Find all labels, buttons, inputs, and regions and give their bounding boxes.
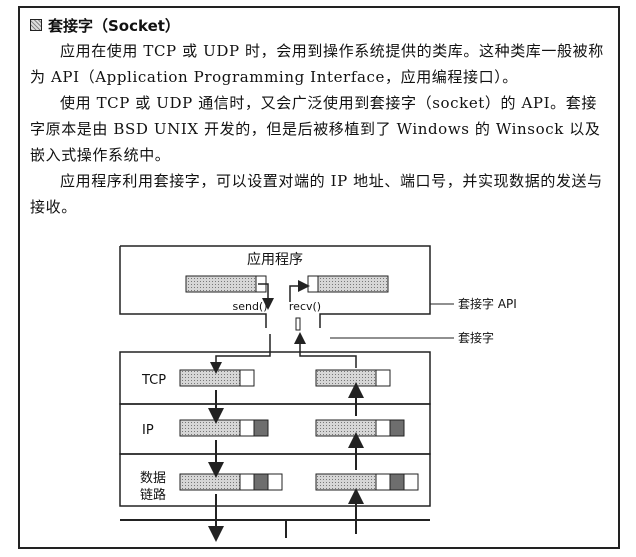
recv-socket-marker [295, 317, 301, 331]
application-box [120, 245, 431, 328]
section-title: 套接字（Socket） [48, 16, 180, 35]
dl-send-ip-header [253, 473, 269, 491]
section-title-row: 套接字（Socket） [30, 14, 180, 36]
dl-recv-tcp-header [375, 473, 391, 491]
application-label: 应用程序 [247, 251, 303, 268]
send-buffer [185, 275, 257, 293]
send-call-label: send() [232, 300, 267, 313]
dl-send-data [179, 473, 241, 491]
dl-send-frame-header [267, 473, 283, 491]
tcp-recv-header [375, 369, 391, 387]
recv-call-label: recv() [289, 300, 321, 313]
ip-send-tcp-header [239, 419, 255, 437]
layer-tcp-label: TCP [141, 373, 166, 388]
socket-api-label: 套接字 API [458, 296, 517, 311]
paragraph-api: 应用在使用 TCP 或 UDP 时，会用到操作系统提供的类库。这种类库一般被称为… [30, 42, 604, 86]
tcp-send-header [239, 369, 255, 387]
tcp-send-data [179, 369, 241, 387]
ip-recv-ip-header [389, 419, 405, 437]
datalink-layer [119, 453, 431, 507]
section-frame: 套接字（Socket） 应用在使用 TCP 或 UDP 时，会用到操作系统提供的… [18, 6, 620, 549]
ip-send-ip-header [253, 419, 269, 437]
send-arrow-socket [210, 334, 271, 374]
dl-recv-ip-header [389, 473, 405, 491]
paragraph-socket: 使用 TCP 或 UDP 通信时，又会广泛使用到套接字（socket）的 API… [30, 94, 601, 164]
dl-send-tcp-header [239, 473, 255, 491]
dl-recv-data [315, 473, 377, 491]
socket-diagram: 应用程序 send() recv() 套接字 API 套接字 TCP IP 数据… [119, 245, 517, 542]
ip-recv-data [315, 419, 377, 437]
send-arrow-app [258, 283, 274, 310]
square-bullet-icon [30, 19, 42, 31]
socket-label: 套接字 [458, 330, 494, 345]
paragraph-usage: 应用程序利用套接字，可以设置对端的 IP 地址、端口号，并实现数据的发送与接收。 [30, 172, 603, 216]
recv-arrow-app [289, 280, 310, 302]
layer-datalink-label: 数据链路 [140, 471, 166, 503]
ip-recv-tcp-header [375, 419, 391, 437]
recv-arrow-socket [294, 332, 357, 368]
ip-send-data [179, 419, 241, 437]
tcp-recv-data [315, 369, 377, 387]
dl-recv-frame-header [403, 473, 419, 491]
application-box-left [119, 246, 267, 328]
layer-ip-label: IP [142, 423, 154, 438]
recv-buffer-head [307, 275, 319, 293]
recv-buffer [317, 275, 389, 293]
